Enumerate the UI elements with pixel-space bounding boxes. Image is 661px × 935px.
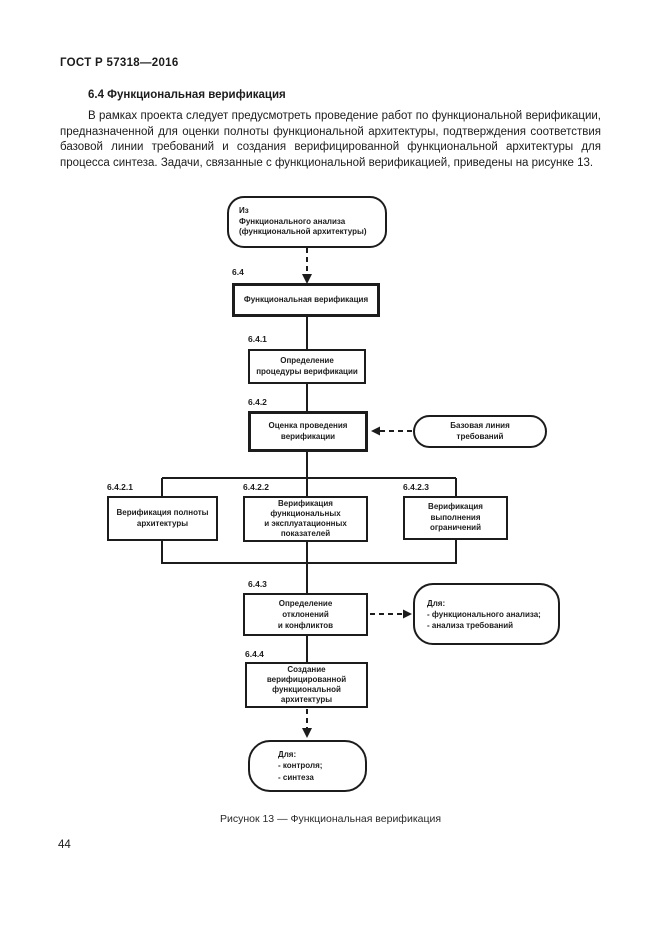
page-number: 44 — [58, 839, 71, 851]
process-box-6-4-2-2: Верификация функциональных и эксплуатаци… — [243, 496, 368, 542]
arrowhead-down-64 — [302, 274, 312, 284]
step-number-6-4-2-2: 6.4.2.2 — [243, 482, 269, 492]
process-box-6-4-2-label: Оценка проведения верификации — [268, 421, 348, 441]
process-box-6-4-4-label: Создание верифицированной функциональной… — [266, 665, 347, 704]
process-box-6-4-2-1: Верификация полноты архитектуры — [107, 496, 218, 541]
arrowhead-down-end — [302, 728, 312, 738]
process-box-6-4-2: Оценка проведения верификации — [248, 411, 368, 452]
baseline-requirements-label: Базовая линия требований — [450, 421, 510, 441]
step-number-6-4-3: 6.4.3 — [248, 579, 267, 589]
for-analysis-label: Для: - функционального анализа; - анализ… — [427, 598, 541, 630]
process-box-6-4-2-3: Верификация выполнения ограничений — [403, 496, 508, 540]
arrowhead-right-for — [403, 609, 412, 619]
step-number-6-4-4: 6.4.4 — [245, 649, 264, 659]
process-box-6-4-2-1-label: Верификация полноты архитектуры — [116, 508, 209, 528]
step-number-6-4-1: 6.4.1 — [248, 334, 267, 344]
process-box-6-4-3: Определение отклонений и конфликтов — [243, 593, 368, 636]
step-number-6-4-2-1: 6.4.2.1 — [107, 482, 133, 492]
end-node: Для: - контроля; - синтеза — [248, 740, 367, 792]
process-box-6-4-1: Определение процедуры верификации — [248, 349, 366, 384]
arrowhead-left-642 — [371, 426, 380, 436]
start-node-label: Из Функционального анализа (функциональн… — [239, 206, 367, 237]
body-paragraph: В рамках проекта следует предусмотреть п… — [60, 110, 601, 169]
process-box-6-4: Функциональная верификация — [232, 283, 380, 317]
start-node: Из Функционального анализа (функциональн… — [227, 196, 387, 248]
step-number-6-4-2: 6.4.2 — [248, 397, 267, 407]
step-number-6-4-2-3: 6.4.2.3 — [403, 482, 429, 492]
process-box-6-4-4: Создание верифицированной функциональной… — [245, 662, 368, 708]
document-header: ГОСТ Р 57318—2016 — [60, 57, 179, 69]
baseline-requirements-node: Базовая линия требований — [413, 415, 547, 448]
figure-caption: Рисунок 13 — Функциональная верификация — [219, 813, 442, 825]
step-number-6-4: 6.4 — [232, 267, 244, 277]
process-box-6-4-3-label: Определение отклонений и конфликтов — [277, 599, 334, 630]
process-box-6-4-2-3-label: Верификация выполнения ограничений — [428, 502, 483, 533]
for-analysis-node: Для: - функционального анализа; - анализ… — [413, 583, 560, 645]
process-box-6-4-2-2-label: Верификация функциональных и эксплуатаци… — [264, 499, 347, 538]
process-box-6-4-1-label: Определение процедуры верификации — [256, 356, 358, 376]
process-box-6-4-label: Функциональная верификация — [243, 294, 369, 304]
end-node-label: Для: - контроля; - синтеза — [278, 749, 323, 782]
section-heading: 6.4 Функциональная верификация — [88, 89, 286, 101]
